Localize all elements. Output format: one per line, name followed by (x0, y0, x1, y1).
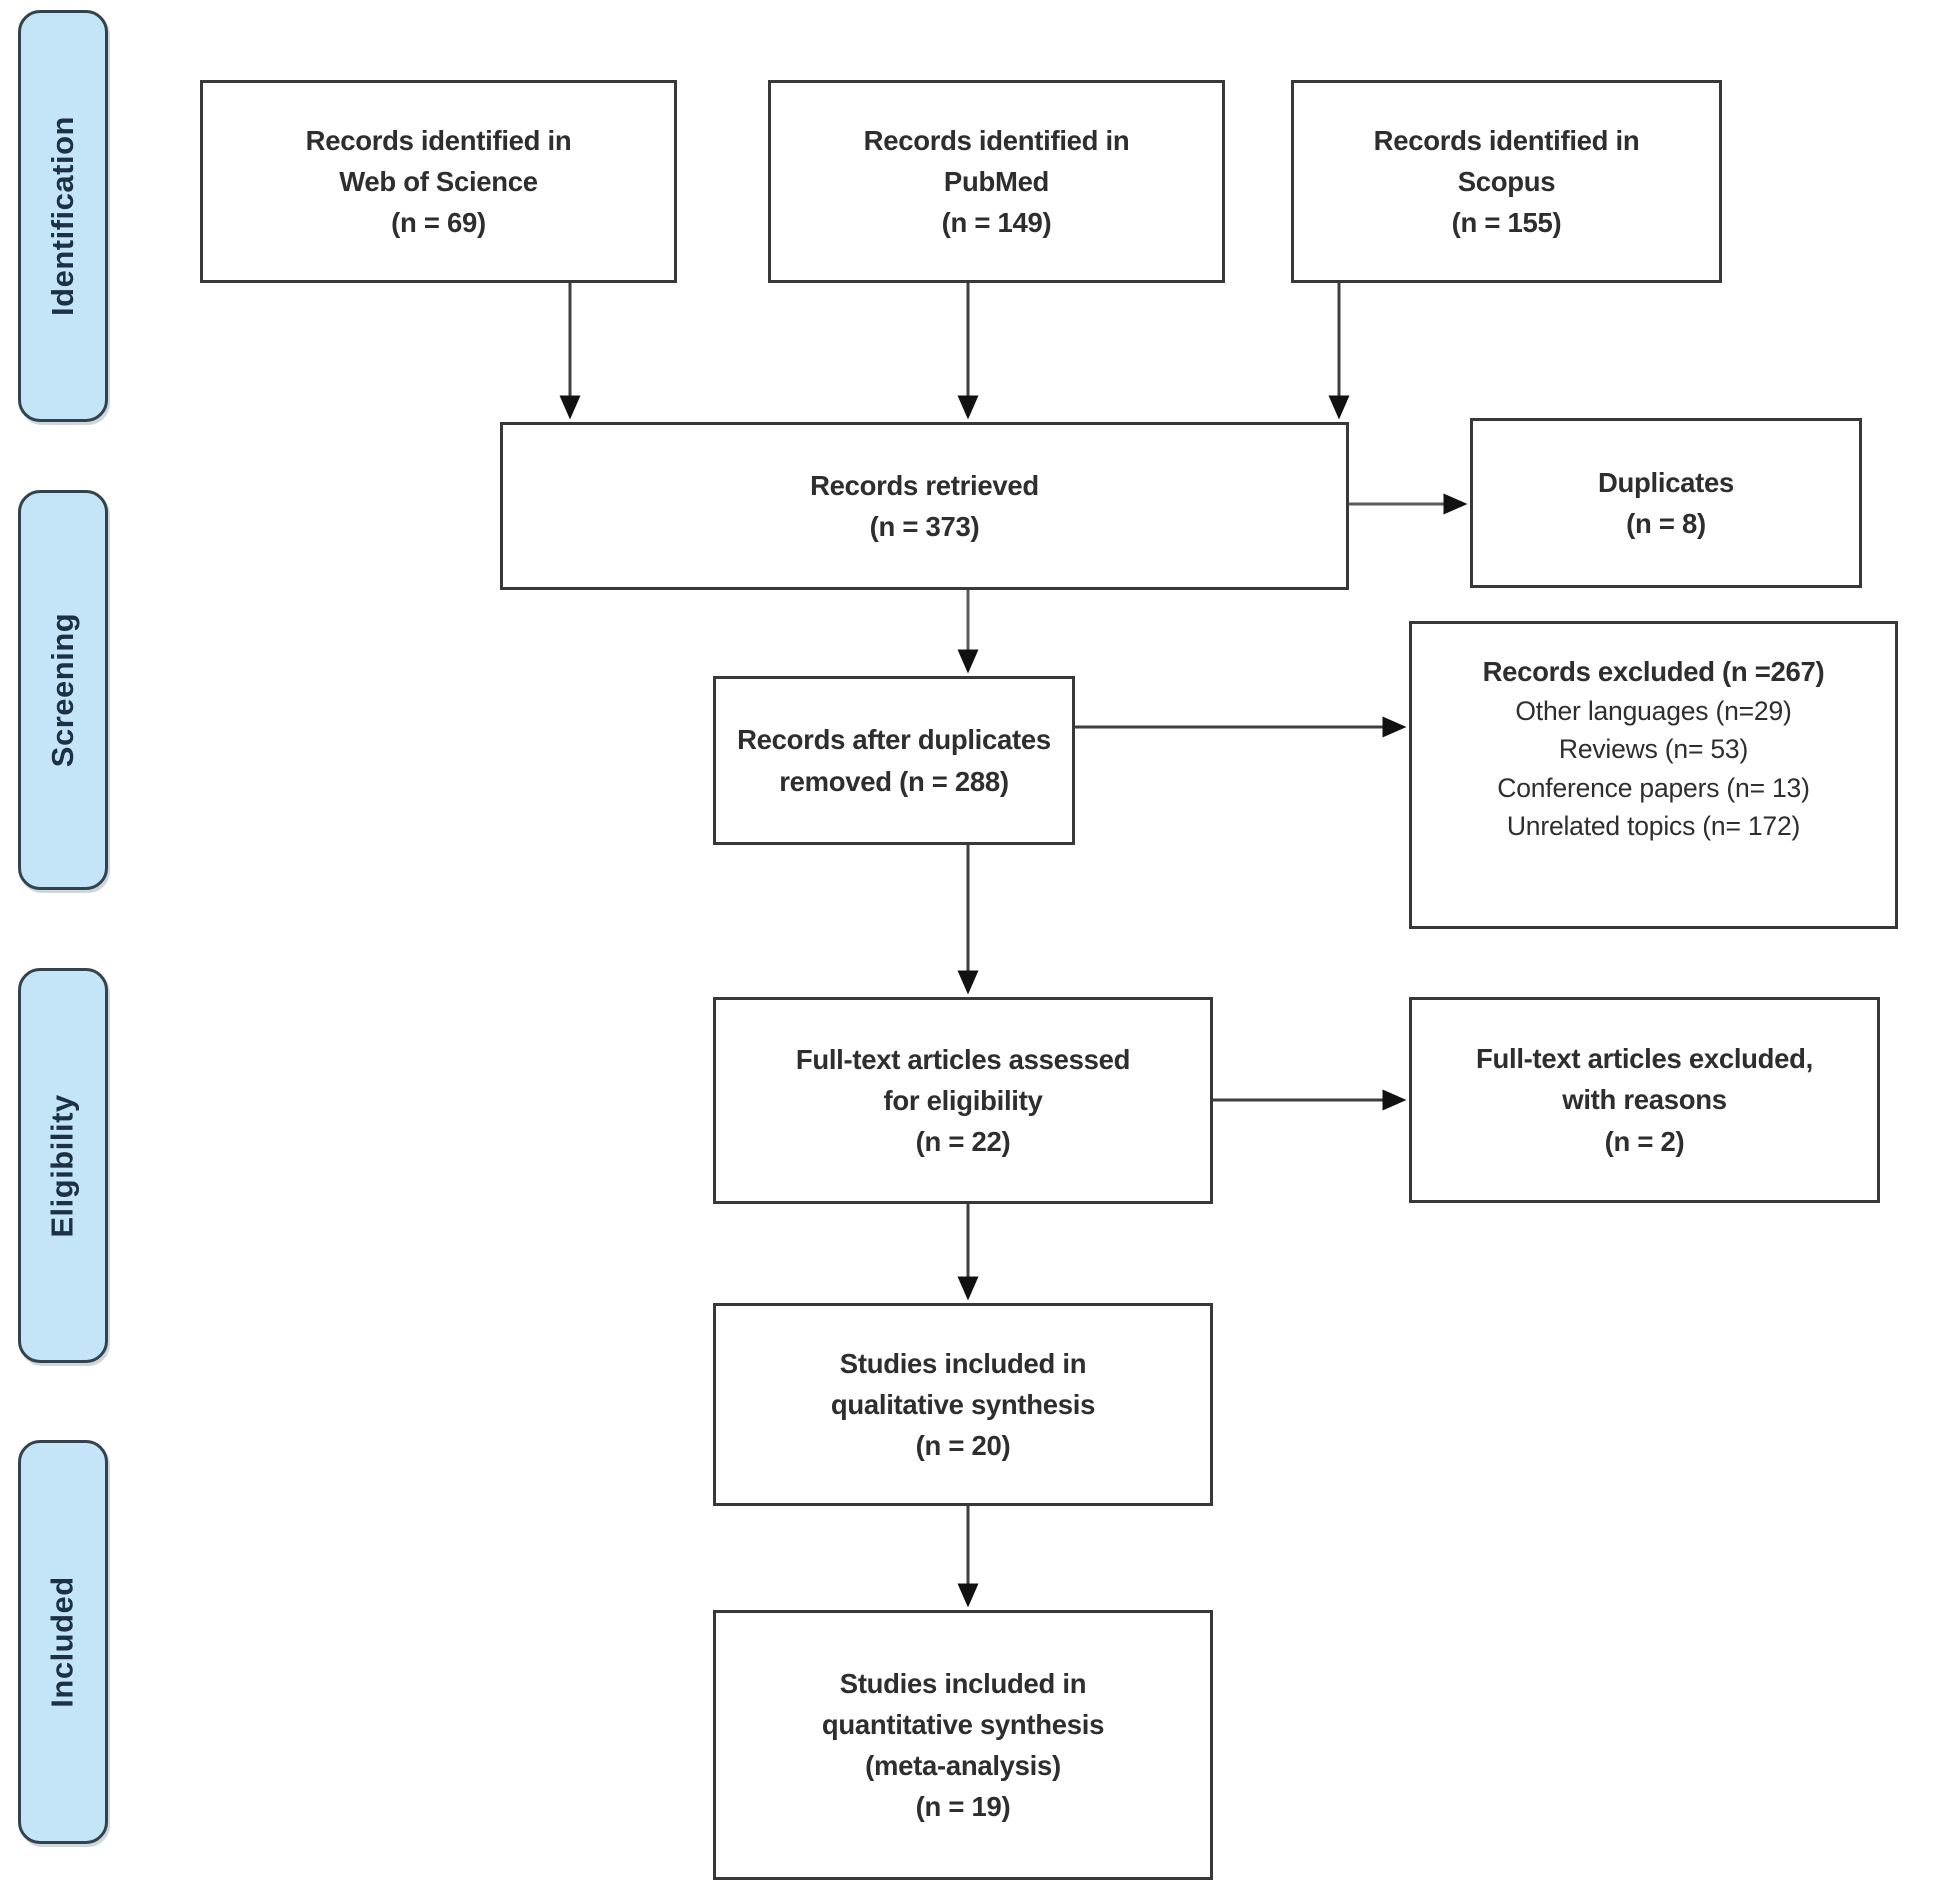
box-text-fulltext-assessed: Full-text articles assessed for eligibil… (795, 1043, 1131, 1158)
stage-band-screening: Screening (18, 490, 108, 890)
box-text-web-of-science: Records identified in Web of Science (n … (305, 124, 572, 239)
stage-band-eligibility: Eligibility (18, 968, 108, 1363)
stage-label-included: Included (45, 1576, 81, 1708)
box-text-records-retrieved: Records retrieved (n = 373) (810, 469, 1039, 542)
box-records-retrieved: Records retrieved (n = 373) (500, 422, 1349, 590)
box-quantitative-synthesis: Studies included in quantitative synthes… (713, 1610, 1213, 1880)
box-text-duplicates: Duplicates (n = 8) (1597, 466, 1735, 539)
records-excluded-reason-conference-papers: Conference papers (n= 13) (1497, 772, 1810, 803)
records-excluded-title: Records excluded (n =267) (1482, 656, 1825, 687)
stage-label-screening: Screening (45, 612, 81, 768)
box-records-identified-web-of-science: Records identified in Web of Science (n … (200, 80, 677, 283)
box-qualitative-synthesis: Studies included in qualitative synthesi… (713, 1303, 1213, 1506)
box-duplicates: Duplicates (n = 8) (1470, 418, 1862, 588)
box-records-identified-pubmed: Records identified in PubMed (n = 149) (768, 80, 1225, 283)
records-excluded-reason-other-languages: Other languages (n=29) (1515, 695, 1792, 726)
box-fulltext-assessed: Full-text articles assessed for eligibil… (713, 997, 1213, 1204)
box-records-excluded: Records excluded (n =267) Other language… (1409, 621, 1898, 929)
box-text-pubmed: Records identified in PubMed (n = 149) (863, 124, 1130, 239)
box-records-after-duplicates-removed: Records after duplicates removed (n = 28… (713, 676, 1075, 845)
box-text-fulltext-excluded: Full-text articles excluded, with reason… (1476, 1043, 1813, 1157)
stage-band-identification: Identification (18, 10, 108, 422)
stage-label-eligibility: Eligibility (45, 1093, 81, 1238)
stage-label-identification: Identification (45, 116, 81, 316)
records-excluded-reason-reviews: Reviews (n= 53) (1558, 734, 1749, 765)
box-text-qualitative-synthesis: Studies included in qualitative synthesi… (830, 1347, 1096, 1462)
box-records-identified-scopus: Records identified in Scopus (n = 155) (1291, 80, 1722, 283)
box-text-quantitative-synthesis: Studies included in quantitative synthes… (821, 1667, 1105, 1823)
box-text-records-after-duplicates: Records after duplicates removed (n = 28… (737, 724, 1051, 797)
stage-band-included: Included (18, 1440, 108, 1844)
box-text-scopus: Records identified in Scopus (n = 155) (1373, 124, 1640, 239)
box-fulltext-excluded: Full-text articles excluded, with reason… (1409, 997, 1880, 1203)
records-excluded-reason-unrelated-topics: Unrelated topics (n= 172) (1506, 811, 1801, 842)
